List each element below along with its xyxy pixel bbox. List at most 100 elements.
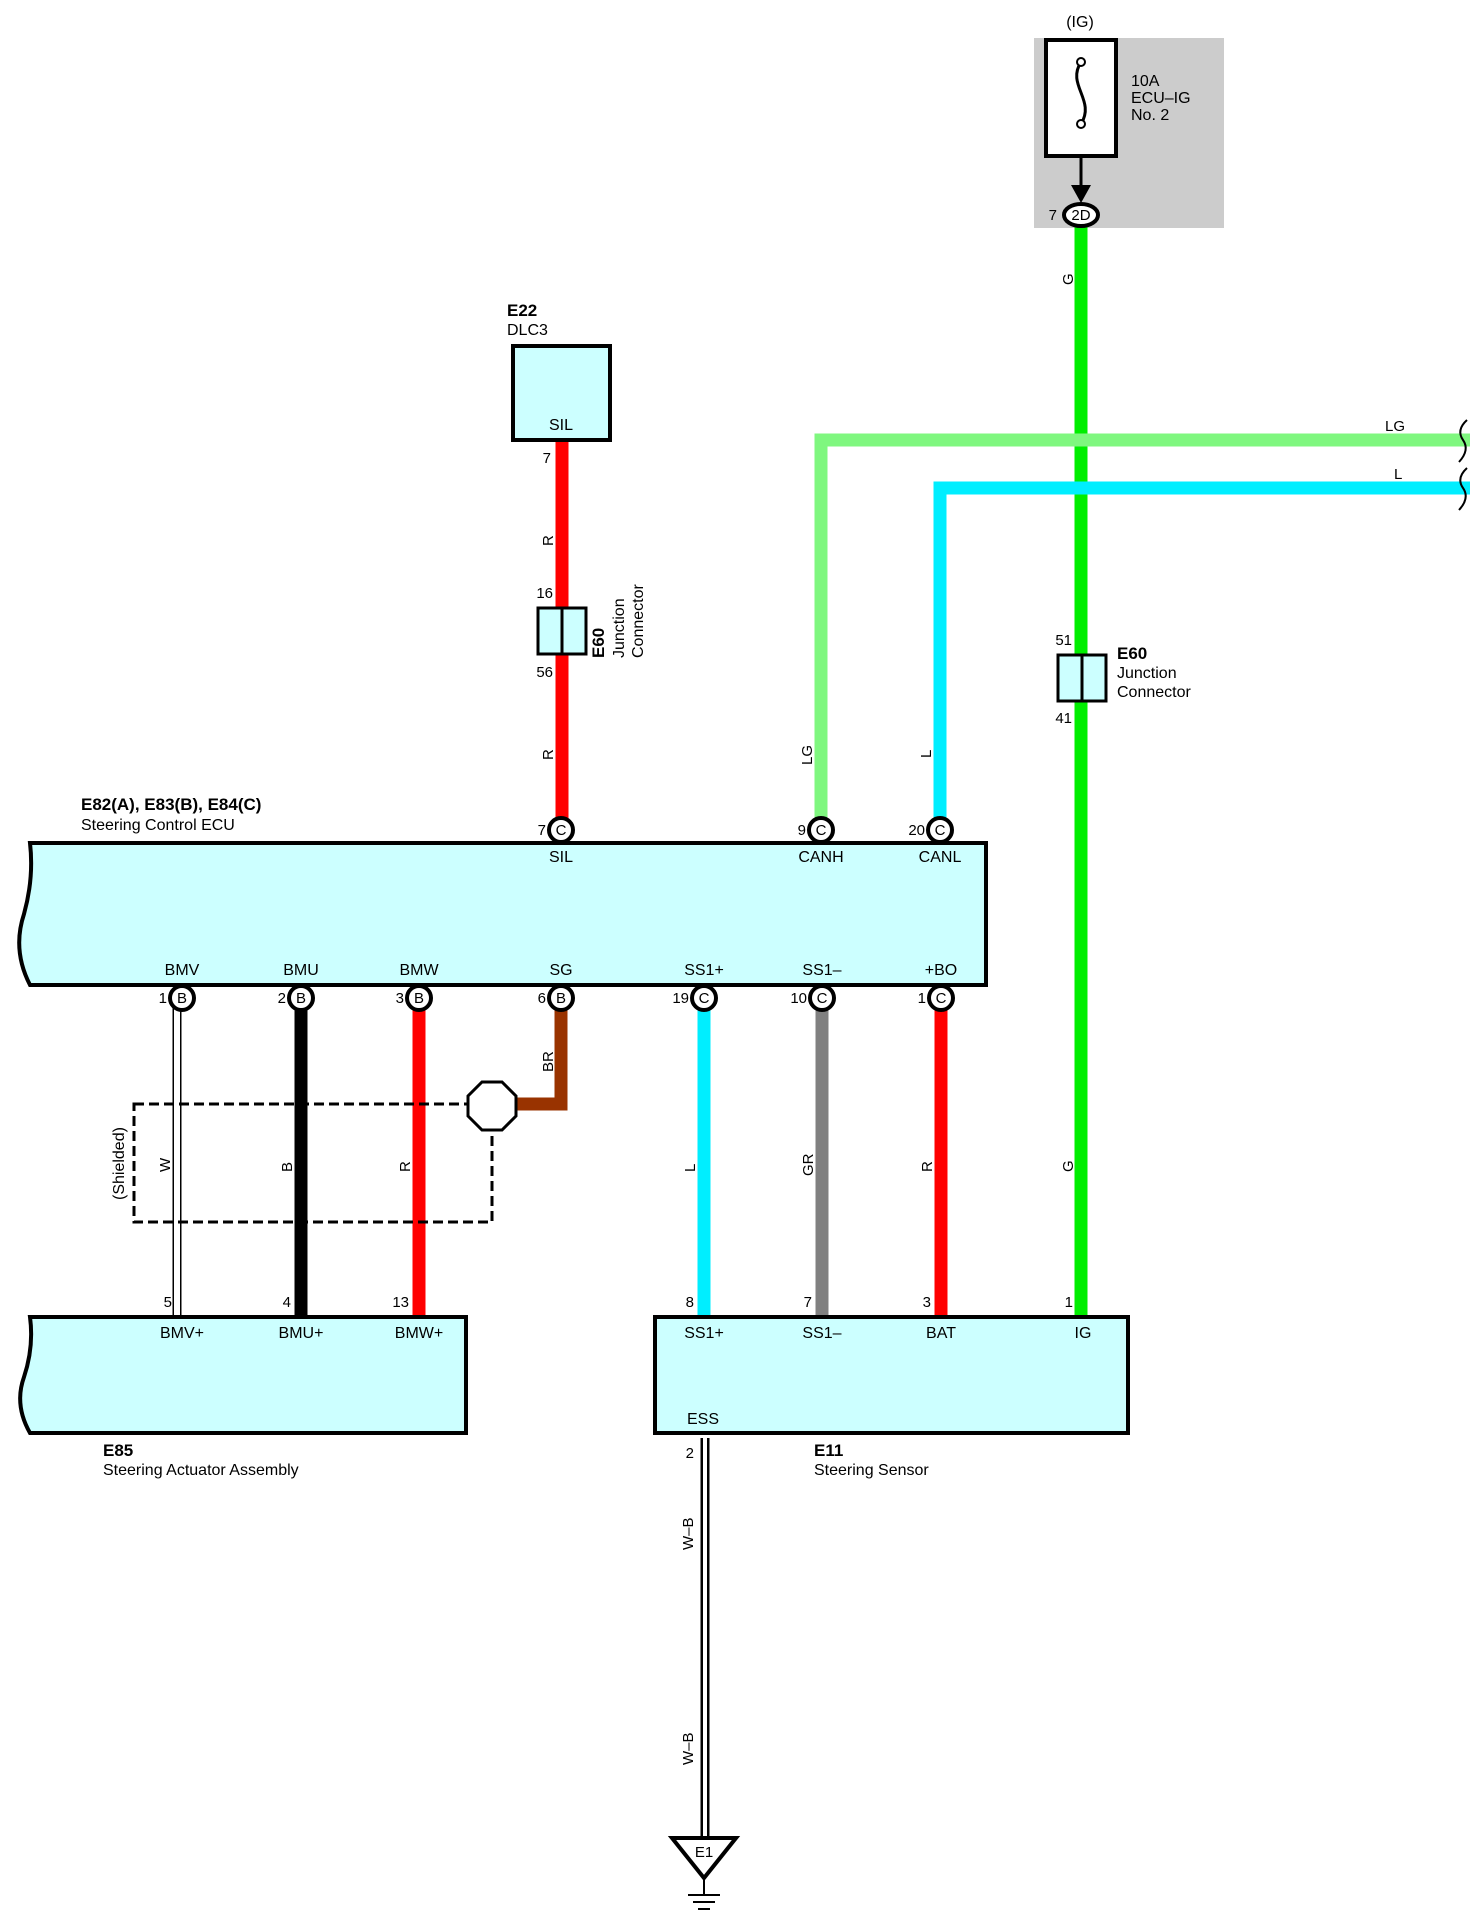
connector-2d [1062,202,1100,228]
svg-text:G: G [1060,273,1077,285]
svg-text:2D: 2D [1071,207,1090,224]
pin-number: 10 [790,990,807,1007]
connector-letter: C [817,990,828,1007]
svg-text:G: G [1060,1160,1077,1172]
svg-text:L: L [1394,466,1402,483]
dlc3-name: DLC3 [507,322,548,339]
pin-number: 8 [686,1294,694,1311]
actuator-terminal-name: BMW+ [395,1325,443,1342]
svg-text:E60: E60 [1117,644,1147,663]
fuse-supply-label: (IG) [1066,14,1094,31]
connector-letter: C [699,990,710,1007]
svg-text:Connector: Connector [630,584,647,658]
sensor-terminal-name: SS1– [802,1325,841,1342]
ecu-terminal-name: SS1– [802,962,841,979]
connector-terminal [927,984,955,1012]
svg-text:W–B: W–B [680,1732,697,1765]
sensor-code: E11 [814,1441,843,1460]
connector-terminal [168,984,196,1012]
svg-text:56: 56 [536,664,553,681]
connector-terminal [808,984,836,1012]
svg-text:Connector: Connector [1117,684,1191,701]
actuator-box [18,1315,468,1435]
pin-number: 19 [672,990,689,1007]
pin-number: 13 [392,1294,409,1311]
svg-text:R: R [540,749,557,760]
wire-break-icon [1458,419,1468,463]
shield-label: (Shielded) [111,1127,128,1200]
connector-letter: C [936,990,947,1007]
svg-text:R: R [919,1161,936,1172]
connector-letter: B [556,990,566,1007]
svg-text:BR: BR [540,1051,557,1072]
shield-outline [132,1102,494,1224]
svg-text:R: R [540,535,557,546]
sensor-terminal-name: SS1+ [684,1325,724,1342]
wire-canl [933,481,1470,830]
pin-number: 4 [283,1294,291,1311]
actuator-name: Steering Actuator Assembly [103,1462,299,1479]
pin-number: 3 [923,1294,931,1311]
actuator-code: E85 [103,1441,133,1460]
connector-letter: B [177,990,187,1007]
actuator-terminal-name: BMV+ [160,1325,204,1342]
svg-text:L: L [918,750,935,758]
connector-letter: B [414,990,424,1007]
dlc3-terminal: SIL [549,417,573,434]
sensor-ground-terminal: ESS [687,1411,719,1428]
svg-text:B: B [279,1162,296,1172]
ground-icon [667,1836,741,1882]
ecu-terminal-name: SG [549,962,572,979]
svg-text:41: 41 [1055,710,1072,727]
pin-number: 2 [686,1445,694,1462]
connector-terminal [926,816,954,844]
ecu-name: Steering Control ECU [81,817,235,834]
fuse-rating: 10A [1131,73,1160,90]
connector-letter: C [556,822,567,839]
fuse-number: No. 2 [1131,107,1169,124]
ecu-terminal-name: CANL [919,849,962,866]
connector-letter: C [935,822,946,839]
ecu-box [17,841,988,987]
svg-text:Junction: Junction [611,598,628,658]
ecu-code: E82(A), E83(B), E84(C) [81,795,261,814]
svg-text:LG: LG [1385,418,1405,435]
pin-number: 1 [1065,1294,1073,1311]
svg-text:L: L [682,1164,699,1172]
pin-number: 6 [538,990,546,1007]
svg-text:LG: LG [799,745,816,765]
connector-terminal [287,984,315,1012]
arrow-down-icon [1071,185,1091,203]
svg-text:E60: E60 [589,628,608,658]
svg-text:W: W [157,1157,174,1172]
pin-number: 7 [804,1294,812,1311]
wire-canh [814,433,1470,830]
pin-number: 2 [278,990,286,1007]
ecu-terminal-name: BMV [165,962,200,979]
connector-terminal [547,816,575,844]
pin-number: 5 [164,1294,172,1311]
pin-number: 7 [543,450,551,467]
connector-terminal [405,984,433,1012]
svg-text:Junction: Junction [1117,665,1177,682]
ground-label: E1 [695,1844,713,1861]
ecu-terminal-name: BMW [399,962,439,979]
svg-text:16: 16 [536,585,553,602]
pin-number: 3 [396,990,404,1007]
sensor-name: Steering Sensor [814,1462,929,1479]
svg-text:R: R [397,1161,414,1172]
wire-break-icon [1458,467,1468,511]
pin-number: 9 [798,822,806,839]
pin-number: 7 [538,822,546,839]
connector-letter: B [296,990,306,1007]
svg-text:51: 51 [1055,632,1072,649]
pin-number: 1 [159,990,167,1007]
actuator-terminal-name: BMU+ [279,1325,324,1342]
connector-letter: C [816,822,827,839]
pin-number: 1 [918,990,926,1007]
fuse-name: ECU–IG [1131,90,1191,107]
fuse-element-icon [1075,61,1087,125]
sensor-terminal-name: BAT [926,1325,956,1342]
ecu-terminal-name: SIL [549,849,573,866]
svg-text:GR: GR [800,1153,817,1176]
